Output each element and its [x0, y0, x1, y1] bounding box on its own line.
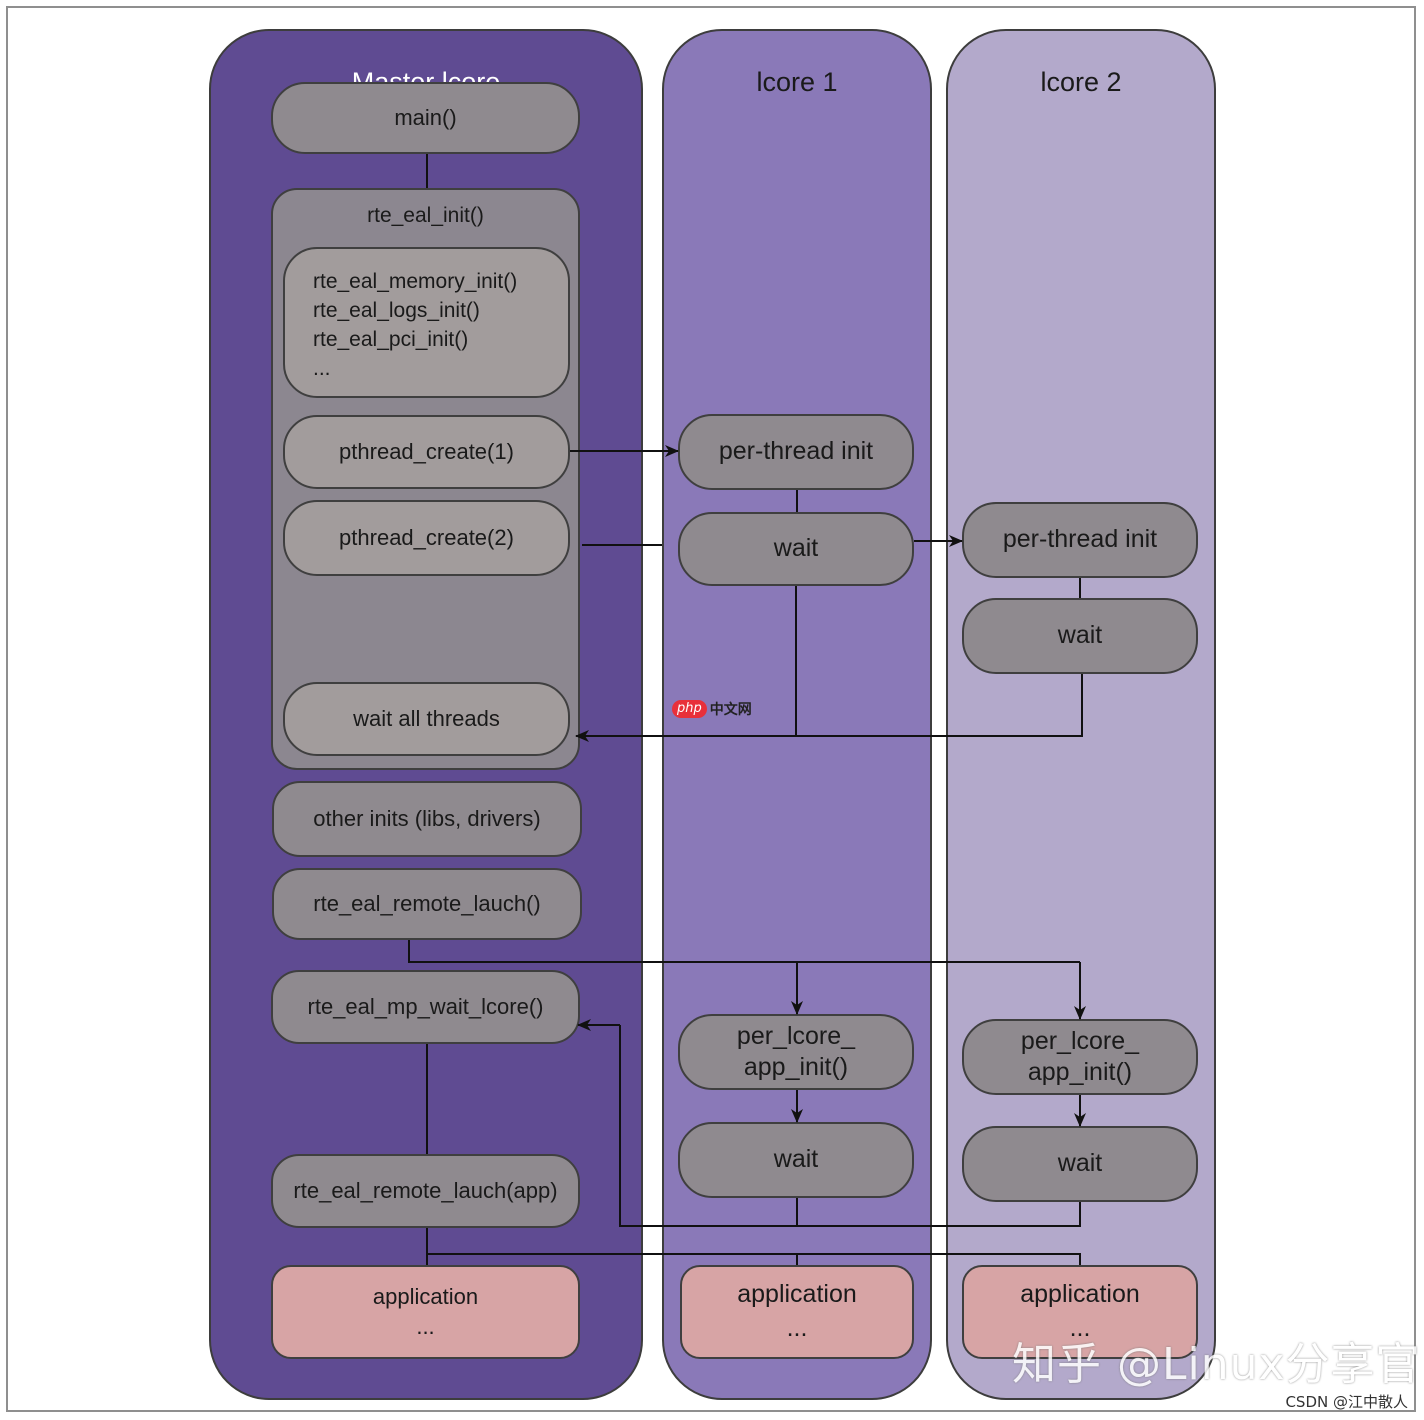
- init-call: ...: [313, 357, 331, 380]
- application-ellipsis: ...: [1069, 1314, 1091, 1342]
- lane-title: lcore 1: [756, 67, 838, 97]
- php-text: 中文网: [709, 702, 752, 718]
- application-label: application: [737, 1280, 857, 1309]
- connector-l2-wait-return: [797, 1202, 1081, 1227]
- init-call: rte_eal_logs_init(): [313, 299, 480, 322]
- mp-wait-lcore-node: rte_eal_mp_wait_lcore(): [271, 970, 580, 1044]
- lcore1-wait-node: wait: [678, 512, 914, 586]
- wait-label: wait: [773, 534, 819, 563]
- wait-label: wait: [773, 1145, 819, 1174]
- wait-all-threads-node: wait all threads: [283, 682, 570, 756]
- mp-wait-lcore-label: rte_eal_mp_wait_lcore(): [307, 994, 544, 1020]
- master-application-node: application ...: [271, 1265, 580, 1359]
- wait-all-threads-label: wait all threads: [353, 706, 500, 732]
- wait-label: wait: [1057, 1149, 1103, 1178]
- connector-app-lcores: [427, 1253, 1081, 1265]
- lcore2-per-thread-init-node: per-thread init: [962, 502, 1198, 578]
- per-lcore-app-init-line1: per_lcore_: [736, 1021, 856, 1050]
- per-thread-init-label: per-thread init: [1002, 525, 1158, 554]
- per-thread-init-label: per-thread init: [718, 437, 874, 466]
- application-label: application: [1020, 1280, 1140, 1309]
- remote-launch-node: rte_eal_remote_lauch(): [272, 868, 582, 940]
- lane-title: lcore 2: [1040, 67, 1122, 97]
- rte-eal-init-label: rte_eal_init(): [367, 204, 484, 227]
- remote-launch-app-node: rte_eal_remote_lauch(app): [271, 1154, 580, 1228]
- php-badge: php: [672, 700, 707, 718]
- lcore2-wait-node: wait: [962, 598, 1198, 674]
- application-ellipsis: ...: [786, 1314, 808, 1342]
- per-lcore-app-init-line2: app_init(): [1027, 1058, 1133, 1086]
- pthread-create-1-label: pthread_create(1): [339, 439, 514, 465]
- per-lcore-app-init-line1: per_lcore_: [1020, 1026, 1140, 1055]
- other-inits-node: other inits (libs, drivers): [272, 781, 582, 857]
- remote-launch-label: rte_eal_remote_lauch(): [313, 891, 541, 917]
- connector-remote-launch: [408, 940, 1080, 963]
- init-call: rte_eal_pci_init(): [313, 328, 469, 351]
- wait-label: wait: [1057, 621, 1103, 650]
- main-node: main(): [271, 82, 580, 154]
- lcore2-wait-2-node: wait: [962, 1126, 1198, 1202]
- lcore2-per-lcore-app-init-node: per_lcore_ app_init(): [962, 1019, 1198, 1095]
- pthread-create-2-label: pthread_create(2): [339, 525, 514, 551]
- application-ellipsis: ...: [416, 1314, 435, 1339]
- watermark: 知乎 @Linux分享官: [1012, 1339, 1421, 1390]
- per-lcore-app-init-line2: app_init(): [743, 1053, 849, 1081]
- csdn-credit: CSDN @江中散人: [1285, 1393, 1408, 1411]
- eal-init-calls-node: rte_eal_memory_init() rte_eal_logs_init(…: [283, 247, 570, 398]
- init-call: rte_eal_memory_init(): [313, 270, 518, 293]
- other-inits-label: other inits (libs, drivers): [313, 806, 541, 832]
- remote-launch-app-label: rte_eal_remote_lauch(app): [293, 1178, 558, 1204]
- application-label: application: [372, 1284, 479, 1310]
- lcore1-per-lcore-app-init-node: per_lcore_ app_init(): [678, 1014, 914, 1090]
- diagram-frame: [6, 6, 1416, 1412]
- connector-l2-wait-down: [600, 674, 1083, 737]
- lcore2-application-node: application ...: [962, 1265, 1198, 1359]
- lcore1-per-thread-init-node: per-thread init: [678, 414, 914, 490]
- main-node-label: main(): [394, 105, 457, 131]
- connector-wait-return: [619, 1025, 798, 1227]
- php-logo: php 中文网: [672, 699, 752, 719]
- lcore1-wait-2-node: wait: [678, 1122, 914, 1198]
- pthread-create-2-node: pthread_create(2): [283, 500, 570, 576]
- pthread-create-1-node: pthread_create(1): [283, 415, 570, 489]
- lcore1-application-node: application ...: [680, 1265, 914, 1359]
